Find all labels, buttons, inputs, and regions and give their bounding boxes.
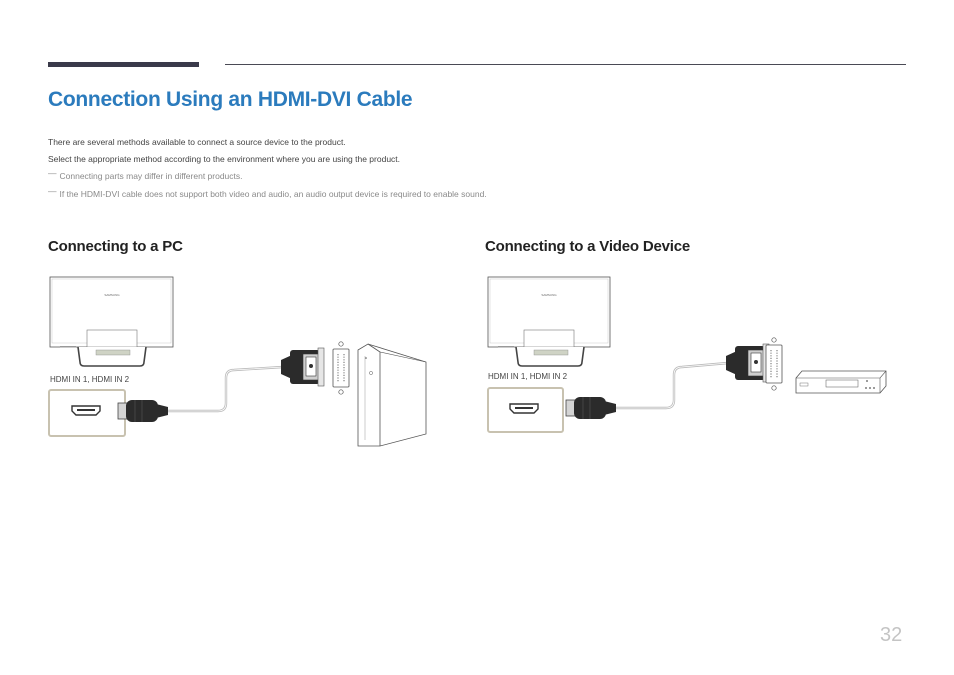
header-rule-thick bbox=[48, 62, 199, 67]
note-1: —Connecting parts may differ in differen… bbox=[48, 168, 243, 181]
pc-port-label: HDMI IN 1, HDMI IN 2 bbox=[50, 375, 130, 384]
video-player-device bbox=[795, 370, 887, 394]
monitor-brand-text: SAMSUNG bbox=[104, 293, 120, 297]
dvi-port bbox=[765, 337, 783, 391]
dvi-port bbox=[332, 341, 350, 395]
section-heading-pc: Connecting to a PC bbox=[48, 238, 183, 255]
dvi-plug bbox=[726, 343, 770, 383]
monitor-illustration: SAMSUNG bbox=[49, 276, 174, 367]
hdmi-plug bbox=[117, 400, 168, 422]
intro-line-2: Select the appropriate method according … bbox=[48, 154, 401, 164]
pc-tower bbox=[357, 343, 427, 447]
note-marker: — bbox=[48, 186, 57, 196]
section-heading-video: Connecting to a Video Device bbox=[485, 238, 691, 255]
page-number: 32 bbox=[880, 624, 903, 646]
note-marker: — bbox=[48, 168, 57, 178]
monitor-brand-text: SAMSUNG bbox=[541, 293, 557, 297]
hdmi-plug bbox=[565, 397, 616, 419]
monitor-illustration: SAMSUNG bbox=[487, 276, 611, 367]
note-2: —If the HDMI-DVI cable does not support … bbox=[48, 186, 487, 199]
hdmi-port-box bbox=[487, 387, 564, 433]
intro-line-1: There are several methods available to c… bbox=[48, 137, 346, 147]
page-title: Connection Using an HDMI-DVI Cable bbox=[48, 88, 413, 111]
video-port-label: HDMI IN 1, HDMI IN 2 bbox=[488, 372, 568, 381]
note-1-text: Connecting parts may differ in different… bbox=[59, 171, 243, 181]
dvi-plug bbox=[281, 347, 325, 387]
note-2-text: If the HDMI-DVI cable does not support b… bbox=[59, 189, 487, 199]
header-rule-thin bbox=[225, 64, 906, 65]
